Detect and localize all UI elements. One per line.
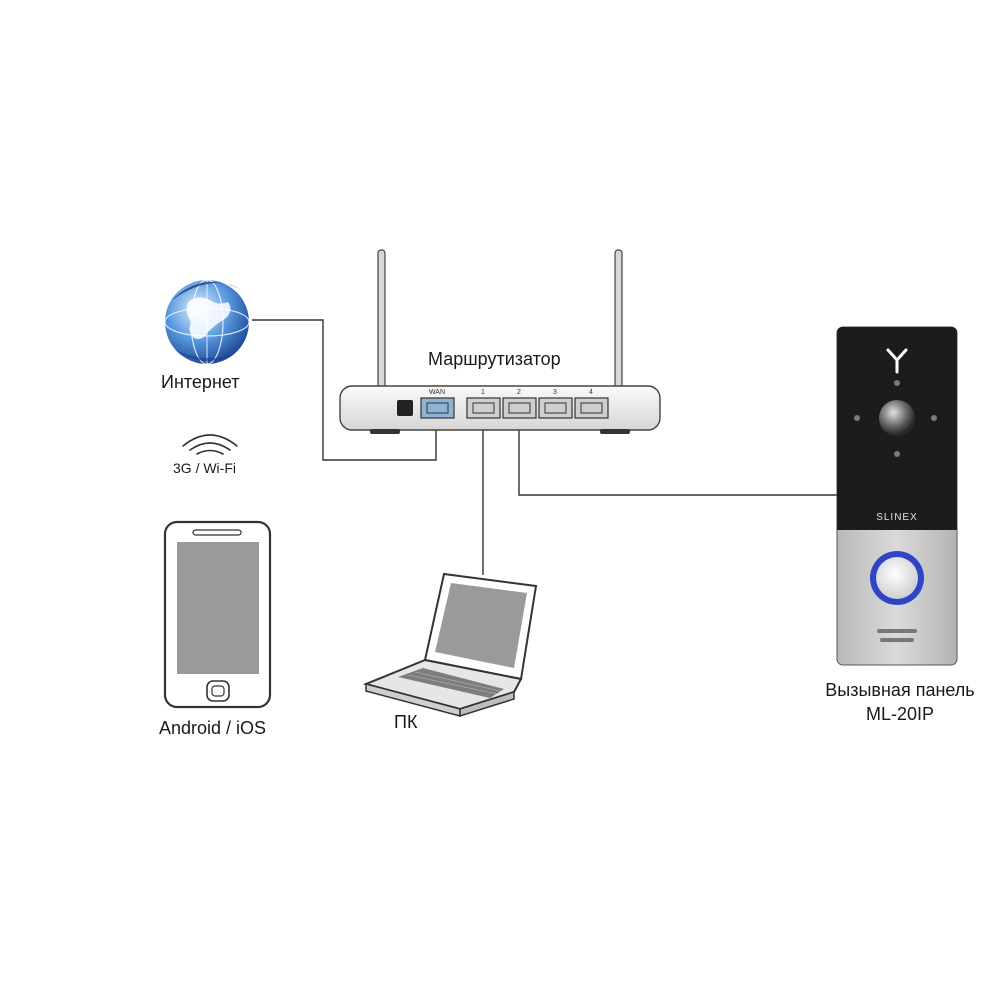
port-label-3: 3 xyxy=(553,389,557,396)
router-port-wan xyxy=(420,397,455,419)
door-panel-label-line2: ML-20IP xyxy=(865,704,935,724)
smartphone-label: Android / iOS xyxy=(159,718,267,738)
door-panel-brand: SLINEX xyxy=(876,512,918,523)
globe-icon xyxy=(164,279,250,365)
laptop-icon xyxy=(362,572,538,718)
wireless-label: 3G / Wi-Fi xyxy=(173,460,236,476)
connection-lines xyxy=(252,319,842,575)
pc-label: ПК xyxy=(394,712,418,732)
port-label-4: 4 xyxy=(589,389,593,396)
port-label-wan: WAN xyxy=(429,389,445,396)
wifi-icon xyxy=(182,434,238,455)
door-panel-label-line1: Вызывная панель xyxy=(825,680,975,700)
internet-label: Интернет xyxy=(161,372,240,392)
port-label-1: 1 xyxy=(481,389,485,396)
port2-to-panel-cable xyxy=(518,420,842,496)
smartphone-screen xyxy=(177,542,259,674)
router-label: Маршрутизатор xyxy=(428,349,561,369)
router-port-4 xyxy=(574,397,609,419)
router-port-1 xyxy=(466,397,501,419)
router-ports xyxy=(420,397,609,419)
port-label-2: 2 xyxy=(517,389,521,396)
router: WAN 1 2 3 4 xyxy=(339,249,661,434)
door-panel-icon: SLINEX xyxy=(836,326,958,666)
door-panel-camera xyxy=(879,400,915,436)
internet-to-wan-cable xyxy=(252,319,437,461)
smartphone-icon xyxy=(163,520,272,709)
router-port-2 xyxy=(502,397,537,419)
laptop-screen xyxy=(435,583,527,668)
router-power-jack xyxy=(397,400,413,416)
router-port-3 xyxy=(538,397,573,419)
